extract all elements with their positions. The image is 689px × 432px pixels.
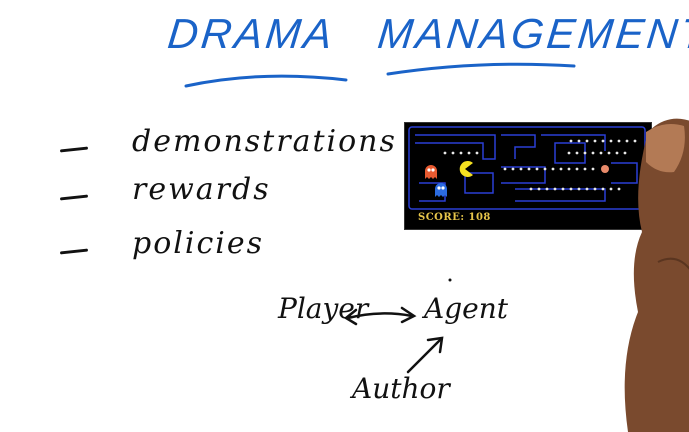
bullet-dash	[59, 248, 89, 255]
pellet-icon	[467, 151, 471, 155]
diagram-arrows	[343, 278, 452, 374]
pacman-maze	[408, 126, 646, 210]
pellet-icon	[625, 139, 629, 143]
pellet-icon	[591, 151, 595, 155]
pellet-icon	[559, 167, 563, 171]
pellet-icon	[593, 139, 597, 143]
pellet-icon	[591, 167, 595, 171]
ghost-icon	[425, 165, 437, 179]
pellet-icon	[475, 151, 479, 155]
pacman-game-screen: SCORE: 108	[404, 122, 652, 230]
pellet-icon	[553, 187, 557, 191]
pellet-icon	[585, 139, 589, 143]
pellet-icon	[451, 151, 455, 155]
pellet-icon	[583, 167, 587, 171]
bullet-dash	[59, 146, 89, 153]
pellet-icon	[511, 167, 515, 171]
pellet-icon	[567, 167, 571, 171]
pellet-icon	[617, 187, 621, 191]
pellet-icon	[609, 187, 613, 191]
pellet-icon	[577, 139, 581, 143]
bullet-text: rewards	[132, 172, 271, 207]
bullet-text: policies	[132, 226, 265, 261]
bullet-item: policies	[59, 226, 265, 261]
pellet-icon	[545, 187, 549, 191]
power-pellet-icon	[601, 165, 609, 173]
bullet-item: demonstrations	[59, 124, 397, 159]
pellet-icon	[503, 167, 507, 171]
pellet-icon	[601, 139, 605, 143]
diagram-agent-label: Agent	[424, 292, 508, 325]
pellet-icon	[551, 167, 555, 171]
diagram-player-label: Player	[278, 292, 369, 325]
pellet-icon	[537, 187, 541, 191]
pellet-icon	[443, 151, 447, 155]
pellet-icon	[577, 187, 581, 191]
pellet-icon	[599, 151, 603, 155]
pellet-icon	[609, 139, 613, 143]
pellet-icon	[623, 151, 627, 155]
pellet-icon	[561, 187, 565, 191]
pellet-icon	[615, 151, 619, 155]
pellet-icon	[535, 167, 539, 171]
pacman-icon	[459, 161, 473, 177]
pellet-icon	[529, 187, 533, 191]
pellet-icon	[633, 139, 637, 143]
pellet-icon	[585, 187, 589, 191]
diagram-author-label: Author	[352, 372, 450, 405]
pellet-icon	[593, 187, 597, 191]
pellet-icon	[459, 151, 463, 155]
ghost-icon	[435, 183, 447, 197]
pellet-icon	[543, 167, 547, 171]
pellet-icon	[583, 151, 587, 155]
pellet-icon	[567, 151, 571, 155]
bullet-text: demonstrations	[132, 124, 397, 159]
bullet-dash	[59, 194, 89, 201]
pellet-icon	[569, 139, 573, 143]
score-label: SCORE: 108	[418, 212, 491, 223]
hand-image	[624, 118, 689, 432]
pellet-icon	[575, 151, 579, 155]
pellet-icon	[617, 139, 621, 143]
title-underlines	[184, 62, 576, 88]
pellet-icon	[569, 187, 573, 191]
bullet-item: rewards	[59, 172, 271, 207]
pellet-icon	[601, 187, 605, 191]
pellet-icon	[527, 167, 531, 171]
pellet-icon	[575, 167, 579, 171]
pellet-icon	[607, 151, 611, 155]
pellet-icon	[519, 167, 523, 171]
